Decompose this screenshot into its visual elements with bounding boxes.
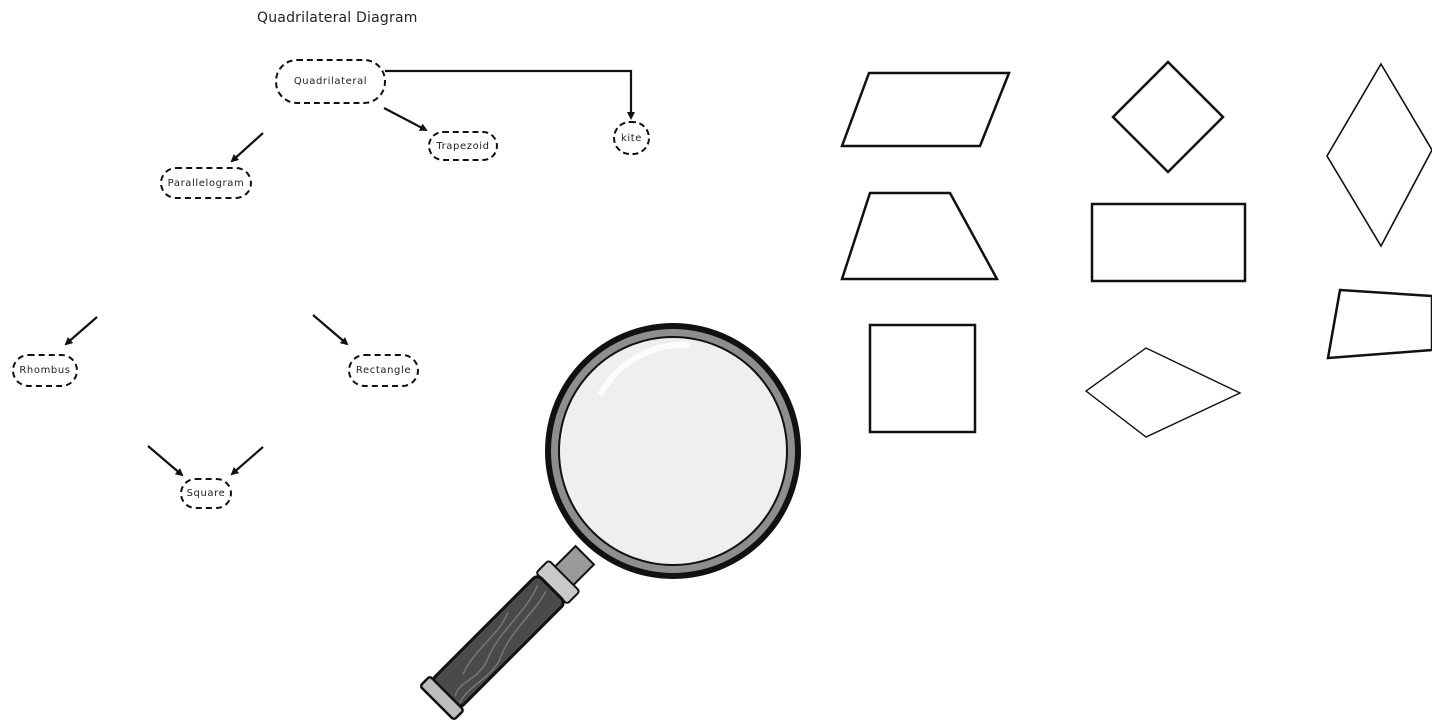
- arrow-to-parallelogram: [230, 132, 264, 163]
- arrow-right-to-square: [230, 446, 264, 476]
- shape-kite-tall: [1326, 62, 1432, 248]
- shape-square: [868, 323, 977, 434]
- node-parallelogram: Parallelogram: [160, 167, 252, 199]
- shape-rhombus-diamond: [1111, 60, 1225, 174]
- arrow-quadrilateral-to-kite: [385, 69, 635, 120]
- shape-trapezoid: [840, 191, 1000, 281]
- arrow-to-rhombus: [64, 316, 98, 346]
- diagram-title: Quadrilateral Diagram: [257, 10, 418, 26]
- node-square: Square: [180, 478, 232, 509]
- arrow-to-rectangle: [312, 314, 349, 346]
- node-rhombus: Rhombus: [12, 354, 78, 387]
- node-trapezoid: Trapezoid: [428, 131, 498, 161]
- shape-irregular-quadrilateral: [1326, 288, 1432, 360]
- node-quadrilateral: Quadrilateral: [275, 59, 386, 104]
- shape-rectangle: [1090, 202, 1247, 283]
- shape-rhombus-wide: [1084, 347, 1242, 438]
- node-rectangle: Rectangle: [348, 354, 419, 387]
- arrow-left-to-square: [147, 445, 184, 477]
- node-kite: kite: [613, 121, 650, 155]
- shape-parallelogram: [840, 71, 1011, 148]
- arrow-quadrilateral-to-trapezoid: [383, 107, 428, 131]
